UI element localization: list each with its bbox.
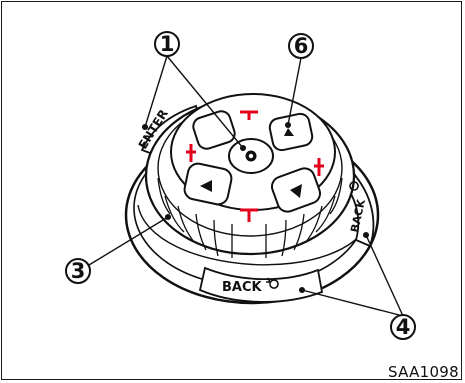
callout-6: 6 — [289, 34, 313, 58]
svg-text:6: 6 — [294, 34, 309, 58]
svg-text:4: 4 — [396, 315, 411, 339]
svg-text:1: 1 — [160, 32, 175, 56]
callout-1: 1 — [155, 32, 179, 56]
callout-3: 3 — [66, 259, 90, 283]
center-button[interactable] — [229, 139, 273, 173]
callout-4: 4 — [391, 315, 415, 339]
svg-text:3: 3 — [71, 259, 86, 283]
figure-code: SAA1098 — [388, 363, 459, 381]
back-label-front: BACK — [222, 280, 263, 295]
